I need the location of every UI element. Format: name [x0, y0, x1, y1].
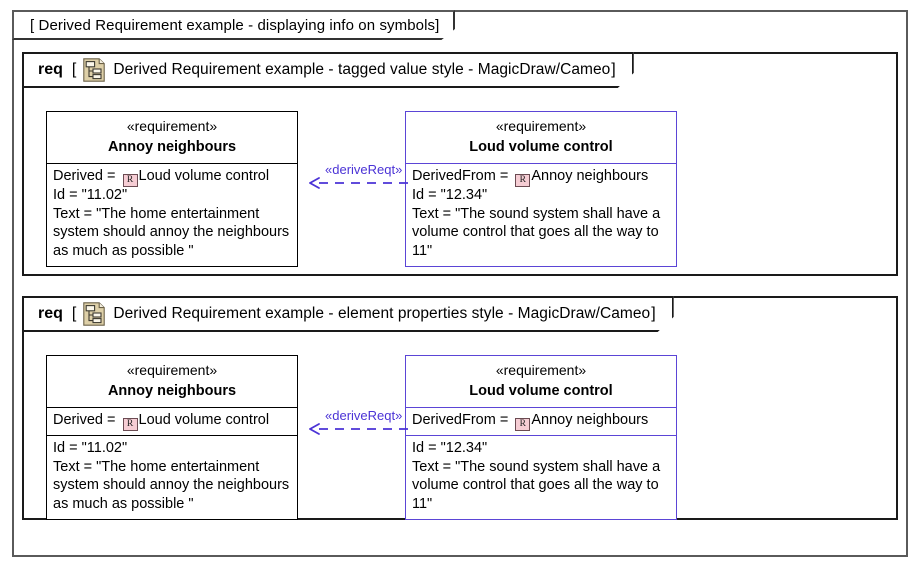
req-frame-2-bracket-close: ] — [651, 305, 656, 322]
property-derived-prefix: Derived = — [53, 168, 120, 185]
property-text: Text = "The home entertainment system sh… — [53, 458, 290, 512]
stereotype-label: «requirement» — [126, 118, 218, 134]
property-derived-value: Loud volume control — [138, 412, 270, 429]
property-derivedfrom-prefix: DerivedFrom = — [412, 168, 513, 185]
property-derivedfrom-value: Annoy neighbours — [531, 412, 649, 429]
req-frame-tagged-value-style[interactable]: req [ Derived Requirement example - tagg… — [22, 52, 898, 276]
req-frame-1-keyword: req — [38, 61, 63, 78]
property-derivedfrom-value: Annoy neighbours — [531, 168, 649, 185]
property-derived-prefix: Derived = — [53, 412, 120, 429]
derive-reqt-label: «deriveReqt» — [325, 162, 403, 177]
requirement-header: «requirement» Annoy neighbours — [47, 356, 297, 409]
requirement-ref-icon: R — [122, 418, 138, 432]
property-id: Id = "11.02" — [53, 187, 128, 204]
requirement-ref-icon: R — [122, 174, 138, 188]
property-text: Text = "The home entertainment system sh… — [53, 205, 290, 259]
req-frame-1-bracket-open: [ — [71, 61, 77, 78]
property-text: Text = "The sound system shall have a vo… — [412, 458, 661, 512]
requirement-header: «requirement» Loud volume control — [406, 112, 676, 165]
requirement-name: Annoy neighbours — [107, 382, 237, 399]
stereotype-label: «requirement» — [126, 362, 218, 378]
requirement-box-annoy-neighbours-tagged[interactable]: «requirement» Annoy neighbours Derived =… — [46, 111, 298, 267]
package-diagram-icon — [83, 302, 105, 326]
stereotype-label: «requirement» — [495, 118, 587, 134]
outer-frame-name-tab[interactable]: [ Derived Requirement example - displayi… — [12, 10, 455, 40]
stereotype-label: «requirement» — [495, 362, 587, 378]
property-id: Id = "11.02" — [53, 440, 128, 457]
requirement-properties-compartment: Id = "11.02" Text = "The home entertainm… — [47, 436, 297, 518]
req-frame-2-title: Derived Requirement example - element pr… — [113, 305, 651, 322]
requirement-box-loud-volume-control-tagged[interactable]: «requirement» Loud volume control Derive… — [405, 111, 677, 267]
requirement-header: «requirement» Annoy neighbours — [47, 112, 297, 165]
req-frame-2-keyword: req — [38, 305, 63, 322]
property-derivedfrom-prefix: DerivedFrom = — [412, 412, 513, 429]
derive-reqt-label: «deriveReqt» — [325, 408, 403, 423]
requirement-header: «requirement» Loud volume control — [406, 356, 676, 409]
package-diagram-icon — [83, 58, 105, 82]
requirement-properties-compartment: Id = "12.34" Text = "The sound system sh… — [406, 436, 676, 518]
req-frame-1-name-tab[interactable]: req [ Derived Requirement example - tagg… — [22, 52, 634, 88]
outer-frame-label: [ Derived Requirement example - displayi… — [30, 16, 440, 34]
req-frame-element-properties-style[interactable]: req [ Derived Requirement example - elem… — [22, 296, 898, 520]
req-frame-2-name-tab[interactable]: req [ Derived Requirement example - elem… — [22, 296, 674, 332]
requirement-ref-icon: R — [515, 174, 531, 188]
req-frame-2-bracket-open: [ — [71, 305, 77, 322]
property-id: Id = "12.34" — [412, 440, 488, 457]
requirement-box-loud-volume-control-props[interactable]: «requirement» Loud volume control Derive… — [405, 355, 677, 520]
requirement-name: Annoy neighbours — [107, 138, 237, 155]
requirement-name: Loud volume control — [469, 382, 613, 399]
req-frame-1-title: Derived Requirement example - tagged val… — [113, 61, 611, 78]
req-frame-1-bracket-close: ] — [611, 61, 616, 78]
property-derived-value: Loud volume control — [138, 168, 270, 185]
requirement-box-annoy-neighbours-props[interactable]: «requirement» Annoy neighbours Derived =… — [46, 355, 298, 520]
requirement-name: Loud volume control — [469, 138, 613, 155]
requirement-ref-icon: R — [515, 418, 531, 432]
property-text: Text = "The sound system shall have a vo… — [412, 205, 661, 259]
property-id: Id = "12.34" — [412, 187, 488, 204]
